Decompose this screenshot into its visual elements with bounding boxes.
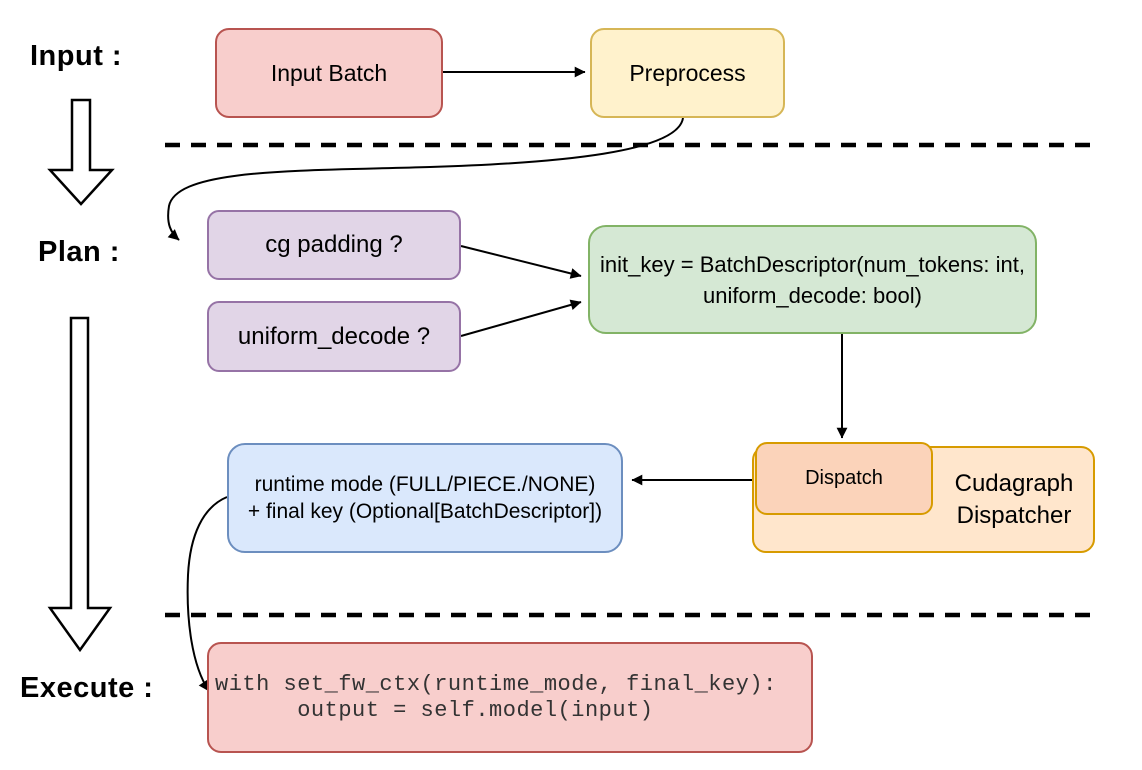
stage-label-execute: Execute : [20, 672, 154, 704]
cudagraph-dispatcher-label: Cudagraph Dispatcher [933, 446, 1095, 553]
node-preprocess-label: Preprocess [629, 59, 746, 86]
node-runtime-line2: + final key (Optional[BatchDescriptor]) [247, 500, 603, 523]
node-preprocess: Preprocess [590, 28, 785, 118]
node-dispatch: Dispatch [755, 442, 933, 515]
node-uniform-decode-label: uniform_decode ? [237, 322, 431, 350]
node-runtime-line1: runtime mode (FULL/PIECE./NONE) [254, 473, 596, 496]
cudagraph-dispatcher-line2: Dispatcher [956, 501, 1072, 529]
edge-uniformdecode-to-initkey [460, 299, 582, 337]
cudagraph-dispatcher-line1: Cudagraph [954, 469, 1074, 497]
node-execute-code: with set_fw_ctx(runtime_mode, final_key)… [207, 642, 813, 753]
node-runtime-result: runtime mode (FULL/PIECE./NONE) + final … [227, 443, 623, 553]
node-dispatch-label: Dispatch [805, 467, 883, 489]
node-uniform-decode: uniform_decode ? [207, 301, 461, 372]
node-cg-padding: cg padding ? [207, 210, 461, 280]
stage-arrow-plan-to-execute [47, 316, 113, 653]
node-cg-padding-label: cg padding ? [265, 231, 403, 258]
node-init-key-line2: uniform_decode: bool) [703, 282, 922, 308]
node-input-batch: Input Batch [215, 28, 443, 118]
edge-cgpadding-to-initkey [460, 245, 582, 279]
node-input-batch-label: Input Batch [270, 59, 388, 86]
stage-arrow-input-to-plan [47, 98, 115, 206]
execute-code-line2: output = self.model(input) [215, 697, 654, 723]
node-init-key: init_key = BatchDescriptor(num_tokens: i… [588, 225, 1037, 334]
stage-label-input: Input : [30, 40, 123, 72]
stage-label-plan: Plan : [38, 236, 120, 268]
node-init-key-line1: init_key = BatchDescriptor(num_tokens: i… [600, 251, 1025, 277]
execute-code-line1: with set_fw_ctx(runtime_mode, final_key)… [215, 671, 777, 697]
